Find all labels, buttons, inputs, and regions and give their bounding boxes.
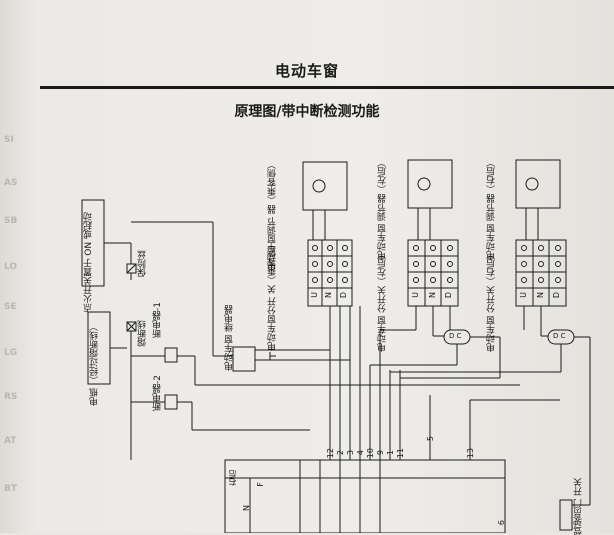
ignition-label: 点火开关置于 ON 或起动 <box>84 212 94 313</box>
ignition-label-line1: 点火开关置于 <box>84 258 94 313</box>
relay-label-line1: 电动车窗 <box>225 334 235 371</box>
connector-pin: 6 <box>497 520 506 526</box>
dc-label: D C <box>553 332 566 340</box>
connector-pin: 5 <box>426 436 435 442</box>
breaker-2-symbol <box>164 394 178 410</box>
battery-label-line2: （经过熔断线） <box>90 322 100 385</box>
connector-pin: 4 <box>356 450 365 456</box>
rear-right-switch-label: 电动车窗 分开关（右后） <box>487 250 497 352</box>
margin-tag: LO <box>4 262 18 272</box>
bottom-pin-letter: F <box>256 482 265 487</box>
connector-pin: 11 <box>396 448 405 459</box>
pin-letter: U <box>310 292 319 298</box>
fusible-link-label: 熔断线 <box>138 320 148 347</box>
connector-pin: 9 <box>376 450 385 456</box>
margin-tag: SE <box>4 302 17 312</box>
pin-letter: U <box>519 292 528 298</box>
margin-tag: BT <box>4 484 17 494</box>
relay-label: 电动车窗 继电器 <box>225 305 235 371</box>
pin-letter: U <box>411 292 420 298</box>
connector-pin: 2 <box>336 450 345 456</box>
label-line: 调节器（右后） <box>487 158 497 221</box>
label-line: 分开关（左后） <box>378 250 388 313</box>
connector-pin: 13 <box>466 448 475 459</box>
margin-tag: AS <box>4 178 18 188</box>
label-line: 器（乘客侧） <box>268 160 278 214</box>
label-line: 调节器（左后） <box>378 158 388 221</box>
page-title: 电动车窗 <box>274 62 339 80</box>
breaker-2-label: 断电器-2 <box>153 375 163 411</box>
pin-letter: N <box>536 292 545 298</box>
diagram-title: 原理图/带中断检测功能 <box>234 104 380 120</box>
pin-letter: D <box>552 292 561 299</box>
door-switch-symbol <box>559 499 573 531</box>
label-line: 电动车窗 <box>487 315 497 352</box>
connector-pin: 1 <box>386 450 395 456</box>
margin-tag: AT <box>4 436 17 446</box>
label-line: 开关 <box>574 478 584 496</box>
relay-symbol <box>232 346 256 372</box>
header-divider <box>40 86 614 89</box>
pin-letter: D <box>339 292 348 299</box>
connector-pin: 12 <box>326 448 335 459</box>
connector-pin: 3 <box>346 450 355 456</box>
pin-letter: N <box>428 292 437 298</box>
label-line: 驾驶员门 <box>574 498 584 535</box>
bottom-block-label: 右后 <box>228 470 237 486</box>
rear-left-switch-label: 电动车窗 分开关（左后） <box>378 250 388 352</box>
bottom-pin-letter: N <box>242 505 251 511</box>
door-switch-label: 驾驶员门 开关 <box>574 478 584 535</box>
dc-label: D C <box>449 332 462 340</box>
margin-tag: LG <box>4 348 18 358</box>
pin-letter: N <box>324 292 333 298</box>
main-switch-block <box>224 459 506 533</box>
margin-tag: SB <box>4 216 18 226</box>
margin-tag: SI <box>4 135 14 145</box>
label-line: 电动车窗 <box>378 315 388 352</box>
relay-label-line2: 继电器 <box>225 305 235 332</box>
label-line: 电动车窗分开 <box>268 296 278 351</box>
label-line: 分开关（右后） <box>487 250 497 313</box>
rear-right-regulator-label: 电动车窗 调节器（右后） <box>487 158 497 260</box>
breaker-1-symbol <box>164 347 178 363</box>
connector-pin: 10 <box>366 448 375 459</box>
ignition-label-line2: ON 或起动 <box>84 212 94 256</box>
battery-label-line1: 电瓶 <box>90 387 100 406</box>
rear-left-regulator-label: 电动车窗 调节器（左后） <box>378 158 388 260</box>
pin-letter: D <box>444 292 453 299</box>
battery-label: 电瓶 （经过熔断线） <box>90 322 100 406</box>
margin-tag: RS <box>4 392 18 402</box>
fuse-label: 保险丝 <box>138 250 148 277</box>
label-line: 关（乘客侧） <box>268 240 278 294</box>
breaker-1-label: 断电器-1 <box>153 302 163 338</box>
passenger-switch-label: 电动车窗分开 关（乘客侧） <box>268 240 278 351</box>
